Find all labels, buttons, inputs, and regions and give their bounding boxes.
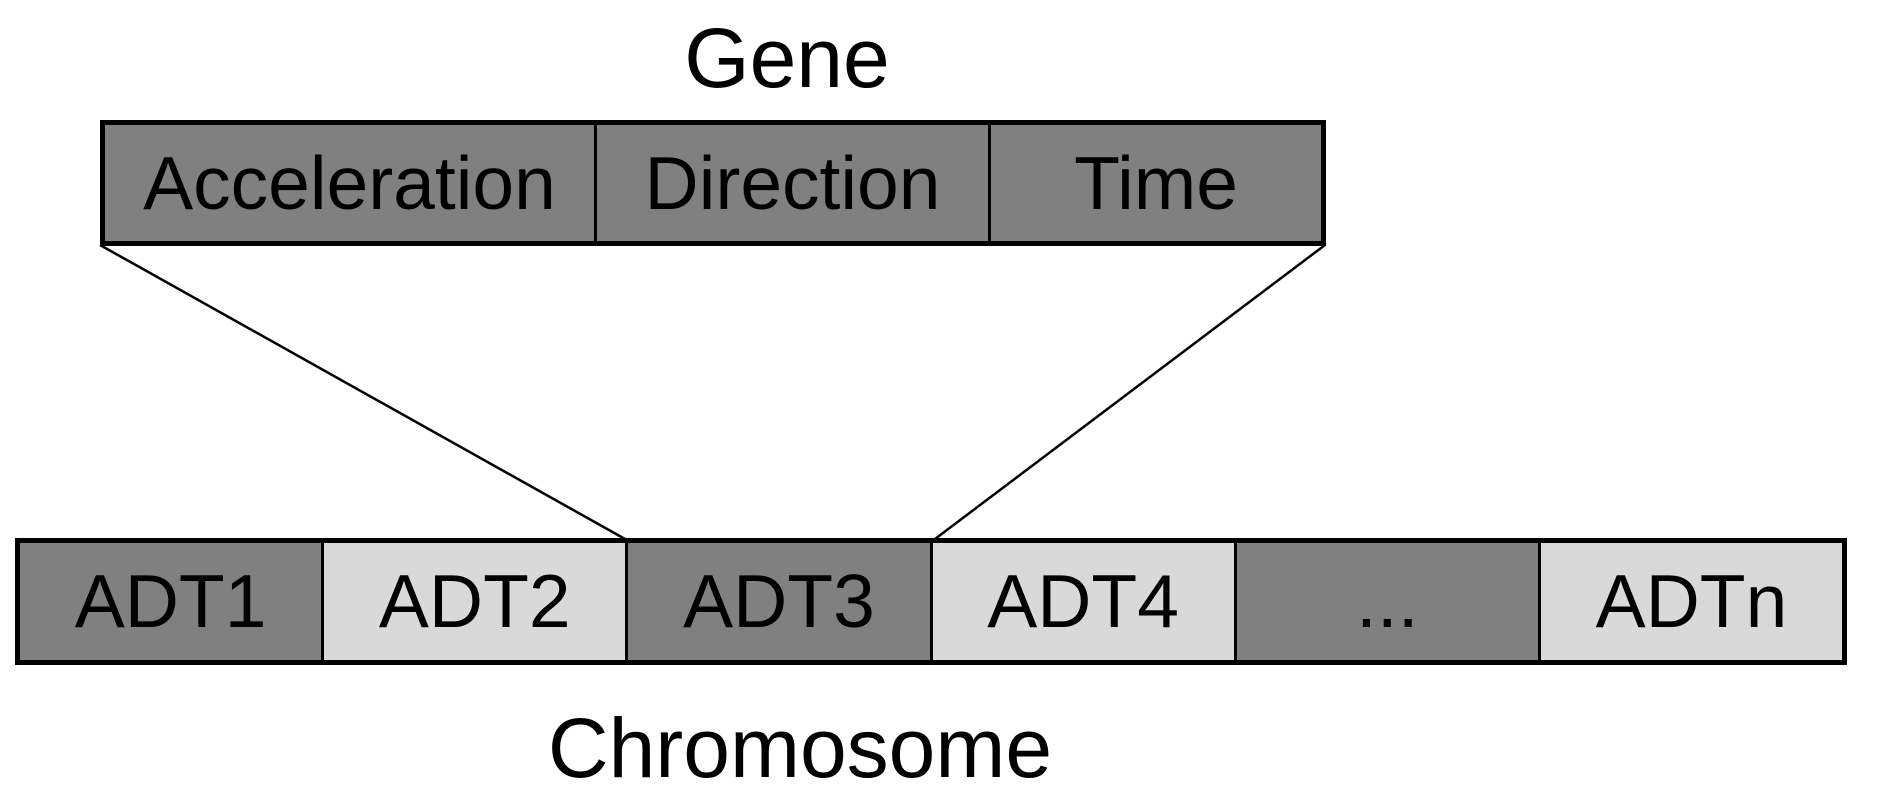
gene-segment-direction-label: Direction — [644, 140, 941, 225]
chromosome-segment-ellipsis: ... — [1233, 543, 1538, 660]
chromosome-segment-adt2-label: ADT2 — [378, 559, 571, 643]
chromosome-segment-adt3-label: ADT3 — [683, 559, 875, 643]
gene-segment-acceleration-label: Acceleration — [143, 140, 556, 225]
gene-segment-direction: Direction — [593, 125, 989, 241]
chromosome-segment-adt1: ADT1 — [20, 543, 322, 660]
chromosome-segment-ellipsis-label: ... — [1356, 559, 1419, 643]
connector-line-left — [99, 243, 626, 541]
chromosome-segment-adt3: ADT3 — [625, 543, 930, 660]
gene-segment-time: Time — [988, 125, 1321, 241]
chromosome-segment-adt4: ADT4 — [929, 543, 1234, 660]
chromosome-title: Chromosome — [547, 701, 1053, 795]
chromosome-segment-adtn: ADTn — [1537, 543, 1843, 660]
connector-line-right — [934, 244, 1326, 540]
gene-bar: Acceleration Direction Time — [100, 120, 1326, 246]
gene-segment-time-label: Time — [1074, 140, 1238, 225]
gene-segment-acceleration: Acceleration — [105, 125, 594, 241]
chromosome-segment-adt2: ADT2 — [321, 543, 626, 660]
chromosome-bar: ADT1 ADT2 ADT3 ADT4 ... ADTn — [15, 538, 1847, 665]
chromosome-segment-adt1-label: ADT1 — [74, 559, 267, 643]
gene-title: Gene — [684, 11, 890, 105]
chromosome-segment-adtn-label: ADTn — [1595, 559, 1788, 643]
chromosome-segment-adt4-label: ADT4 — [987, 559, 1179, 643]
